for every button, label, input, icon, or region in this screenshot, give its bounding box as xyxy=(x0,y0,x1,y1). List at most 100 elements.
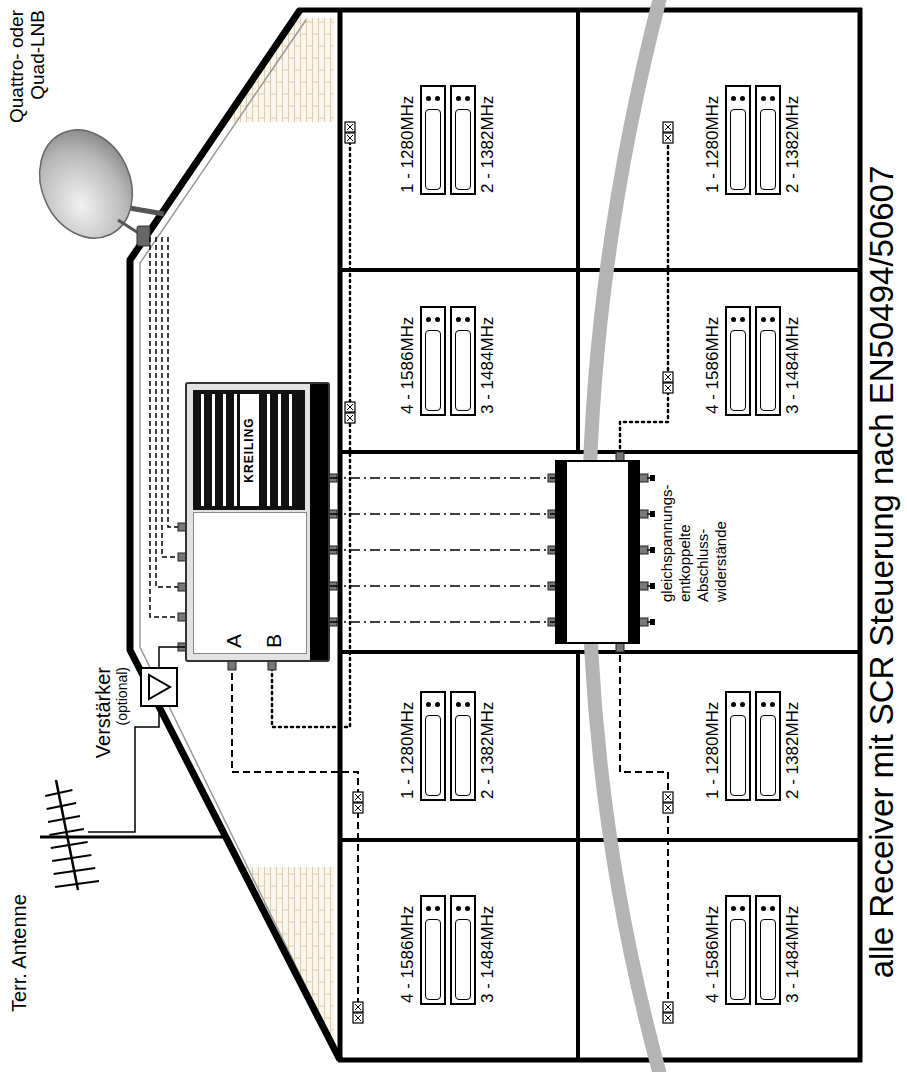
user-band-label: 3 - 1484MHz xyxy=(783,906,803,1003)
user-band-label: 3 - 1484MHz xyxy=(478,906,498,1003)
wall-socket xyxy=(345,402,355,412)
receiver-box: 2 - 1382MHz xyxy=(755,85,781,195)
receiver-box: 4 - 1586MHz xyxy=(420,306,446,416)
receiver-button xyxy=(456,96,461,101)
wall-socket xyxy=(663,122,673,132)
wall-socket xyxy=(663,1013,673,1023)
receiver-front xyxy=(425,109,441,190)
yagi-element xyxy=(55,881,99,887)
receiver-button xyxy=(456,317,461,322)
receiver-box: 3 - 1484MHz xyxy=(755,895,781,1005)
wall-socket-mark xyxy=(665,374,671,380)
receiver-front xyxy=(730,330,746,411)
receiver-button xyxy=(770,906,775,911)
receiver-button xyxy=(435,96,440,101)
user-band-label: 2 - 1382MHz xyxy=(478,702,498,799)
user-band-label: 3 - 1484MHz xyxy=(783,317,803,414)
lnb-label: Quattro- oder Quad-LNB xyxy=(6,10,48,140)
multiswitch-box: KREILINGAB xyxy=(185,382,330,662)
receiver-button xyxy=(456,702,461,707)
receiver-heading: 4 - 1586MHz xyxy=(398,906,418,1003)
receiver-heading: 3 - 1484MHz xyxy=(783,317,803,414)
amplifier-box: Verstärker(optional) xyxy=(140,667,178,707)
receiver-button xyxy=(435,906,440,911)
receiver-front xyxy=(730,109,746,190)
f-connector xyxy=(639,474,648,482)
termination-resistor xyxy=(650,475,655,481)
amplifier-symbol xyxy=(142,669,176,705)
brand-stripe xyxy=(289,394,292,506)
receiver-button xyxy=(770,702,775,707)
brand-stripe xyxy=(278,394,281,506)
receiver-button xyxy=(465,906,470,911)
lnb-cable xyxy=(162,237,186,557)
user-band-label: 1 - 1280MHz xyxy=(398,702,418,799)
receiver-front xyxy=(760,715,776,796)
wall-socket-mark xyxy=(665,1004,671,1010)
yagi-element xyxy=(45,790,72,796)
brand-panel: KREILING xyxy=(193,390,305,510)
user-band-label: 4 - 1586MHz xyxy=(703,906,723,1003)
user-band-label: 4 - 1586MHz xyxy=(703,317,723,414)
receiver-heading: 1 - 1280MHz xyxy=(703,96,723,193)
yagi-element xyxy=(52,855,91,861)
wall-socket xyxy=(345,122,355,132)
trunk-line xyxy=(330,513,555,515)
wall-socket-mark xyxy=(355,1004,361,1010)
f-connector xyxy=(616,643,624,652)
receiver-front xyxy=(455,715,471,796)
storey-floor xyxy=(576,10,580,452)
riser-wall xyxy=(340,650,860,654)
receiver-box: 3 - 1484MHz xyxy=(450,895,476,1005)
lnb-cable xyxy=(168,237,186,527)
coax-line xyxy=(159,647,185,667)
user-band-label: 2 - 1382MHz xyxy=(783,702,803,799)
receiver-box: 4 - 1586MHz xyxy=(420,895,446,1005)
user-band-label: 4 - 1586MHz xyxy=(398,906,418,1003)
wall-socket-mark xyxy=(347,404,353,410)
receiver-heading: 4 - 1586MHz xyxy=(703,906,723,1003)
receiver-box: 1 - 1280MHz xyxy=(420,691,446,801)
termination-note-block: gleichspannungs- entkoppelte Abschluss- … xyxy=(658,484,730,602)
wall-socket-mark xyxy=(355,805,361,811)
wall-socket xyxy=(353,1013,363,1023)
brand-stripe xyxy=(267,394,270,506)
user-band-label: 2 - 1382MHz xyxy=(783,96,803,193)
trunk-line xyxy=(330,549,555,551)
wall-socket xyxy=(663,803,673,813)
yagi-element xyxy=(51,842,88,848)
receiver-front xyxy=(760,330,776,411)
output-label: A xyxy=(224,634,244,648)
receiver-box: 2 - 1382MHz xyxy=(450,691,476,801)
receiver-box: 2 - 1382MHz xyxy=(755,691,781,801)
receiver-heading: 1 - 1280MHz xyxy=(398,702,418,799)
f-connector xyxy=(639,510,648,518)
lnb-cable xyxy=(150,237,186,617)
f-connector xyxy=(639,582,648,590)
receiver-heading: 2 - 1382MHz xyxy=(783,702,803,799)
trunk-line xyxy=(330,621,555,623)
room-wall xyxy=(340,838,860,842)
switch-bar xyxy=(557,462,567,642)
yagi-element xyxy=(49,829,83,835)
receiver-button xyxy=(761,702,766,707)
receiver-box: 1 - 1280MHz xyxy=(420,85,446,195)
user-band-label: 1 - 1280MHz xyxy=(703,96,723,193)
receiver-front xyxy=(455,919,471,1000)
caption: alle Receiver mit SCR Steuerung nach EN5… xyxy=(864,72,900,1072)
receiver-front xyxy=(455,330,471,411)
receiver-front xyxy=(730,715,746,796)
wall-socket-mark xyxy=(347,135,353,141)
termination-stub xyxy=(647,549,650,551)
termination-resistor xyxy=(650,619,655,625)
receiver-button xyxy=(731,96,736,101)
receiver-front xyxy=(425,715,441,796)
wall-socket-mark xyxy=(665,1015,671,1021)
scr-cable-dashed xyxy=(620,644,668,1012)
lnb xyxy=(137,226,150,246)
termination-stub xyxy=(647,621,650,623)
brand-stripe xyxy=(212,394,215,506)
receiver-box: 4 - 1586MHz xyxy=(725,306,751,416)
lnb-cables xyxy=(150,237,186,617)
